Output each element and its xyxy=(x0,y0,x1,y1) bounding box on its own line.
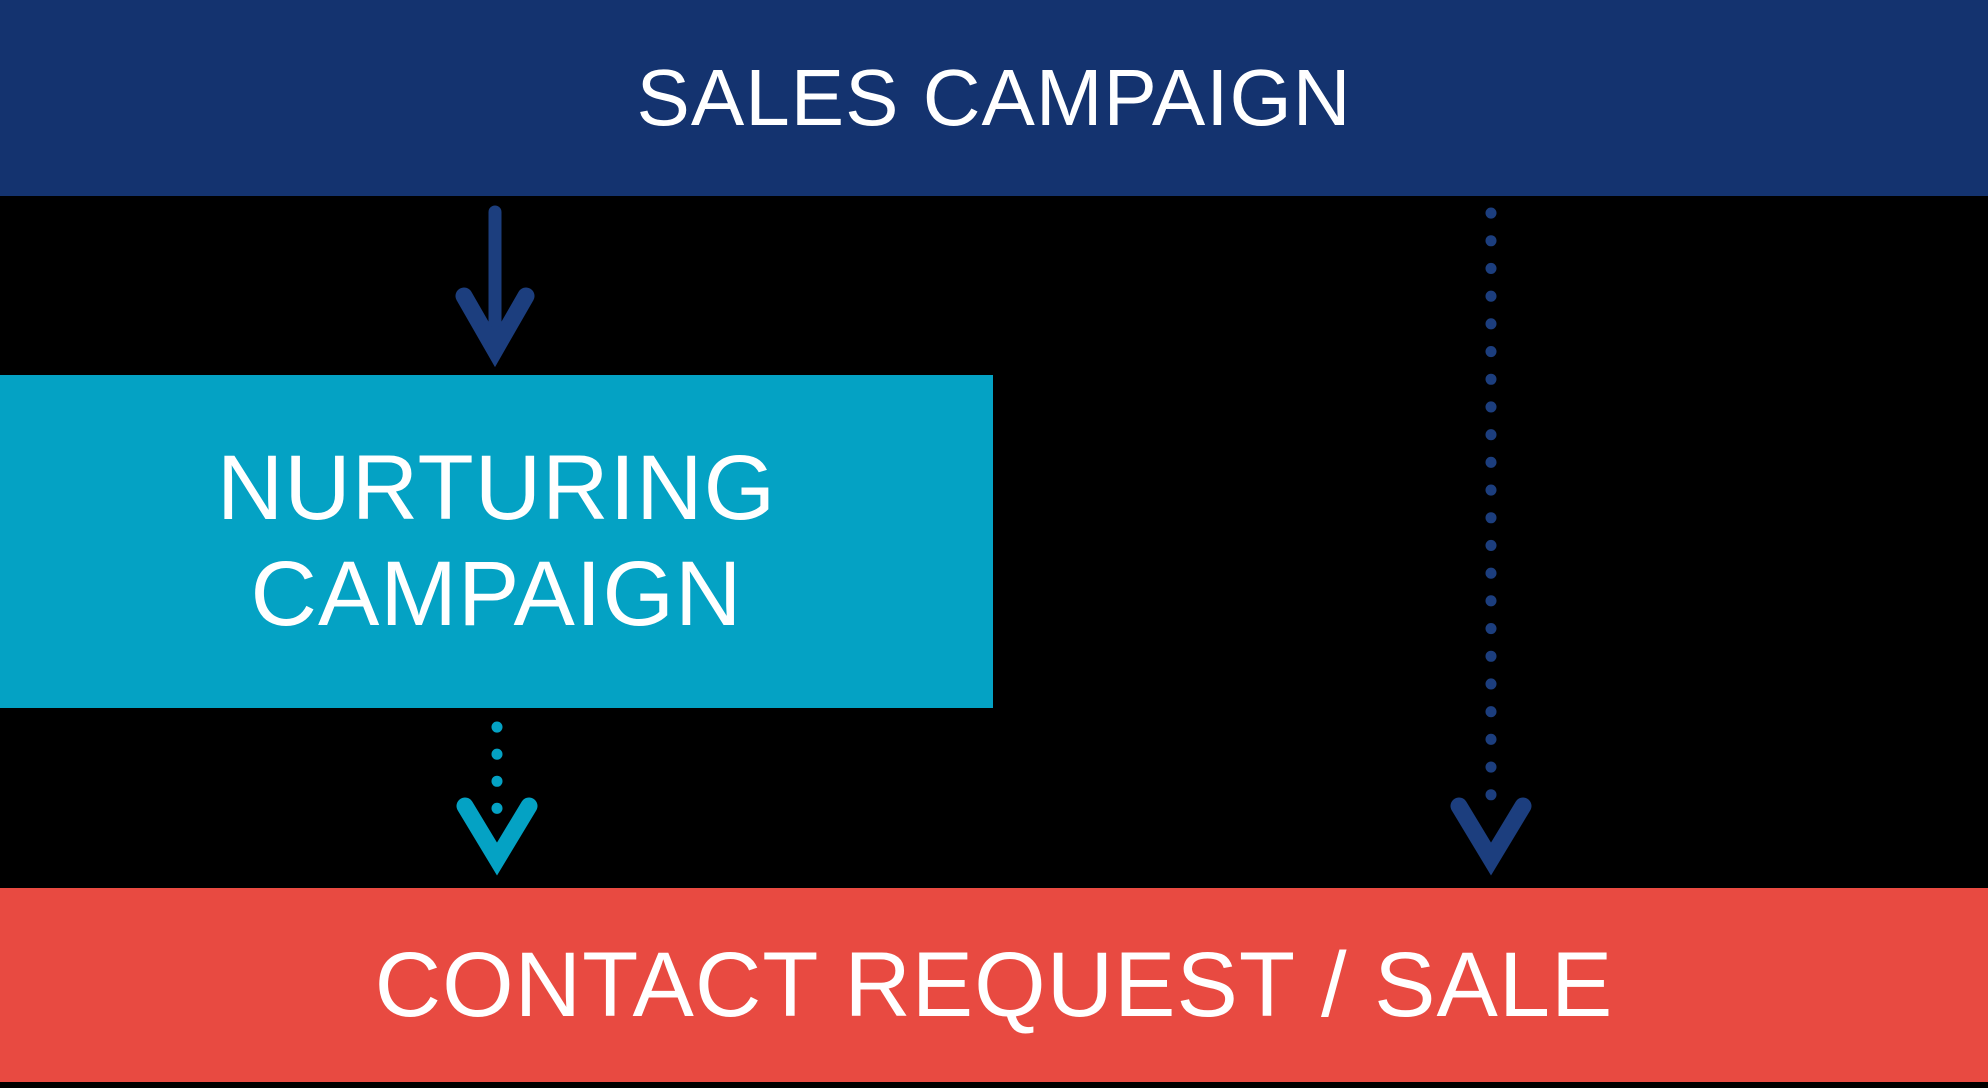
bottom-black-strip xyxy=(0,1082,1988,1088)
sales-campaign-banner: SALES CAMPAIGN xyxy=(0,0,1988,196)
nurturing-campaign-label-line2: CAMPAIGN xyxy=(250,542,743,645)
sales-campaign-label: SALES CAMPAIGN xyxy=(636,53,1352,142)
nurturing-campaign-label-line1: NURTURING xyxy=(216,436,777,539)
contact-request-label: CONTACT REQUEST / SALE xyxy=(374,933,1614,1036)
dotted-down-arrow-navy-icon xyxy=(1450,207,1532,876)
nurturing-campaign-box: NURTURING CAMPAIGN xyxy=(0,375,993,708)
contact-request-banner: CONTACT REQUEST / SALE xyxy=(0,888,1988,1082)
solid-down-arrow-icon xyxy=(455,205,535,368)
dotted-down-arrow-teal-icon xyxy=(456,721,538,876)
